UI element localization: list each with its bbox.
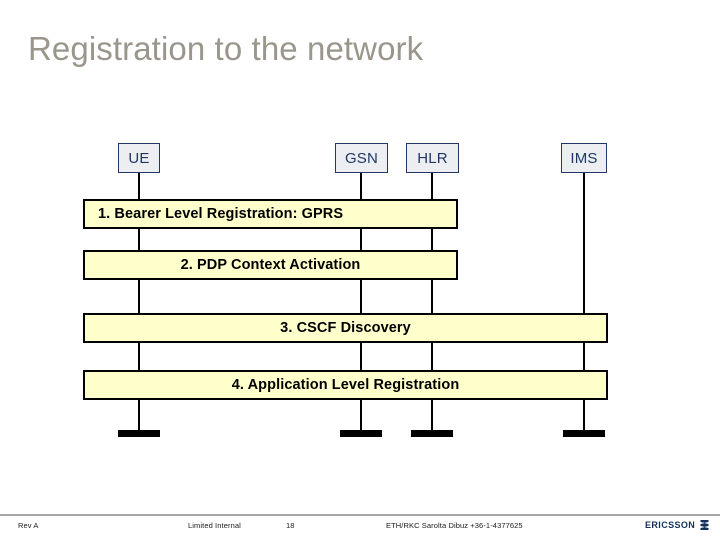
- step-bar-3[interactable]: 3. CSCF Discovery: [83, 313, 608, 343]
- lifeline-ue: [138, 172, 140, 434]
- node-label-gsn: GSN: [344, 149, 379, 167]
- footer-revision: Rev A: [18, 521, 39, 530]
- node-box-gsn[interactable]: GSN: [335, 143, 388, 173]
- step-label-3: 3. CSCF Discovery: [280, 320, 411, 336]
- ericsson-wave-icon: [700, 520, 709, 530]
- step-bar-4[interactable]: 4. Application Level Registration: [83, 370, 608, 400]
- step-bar-2[interactable]: 2. PDP Context Activation: [83, 250, 458, 280]
- footer-author: ETH/RKC Sarolta Dibuz +36-1-4377625: [386, 521, 523, 530]
- ericsson-logo: ERICSSON: [645, 519, 710, 531]
- ericsson-wordmark: ERICSSON: [645, 520, 696, 530]
- sequence-diagram: UE GSN HLR IMS 1. Bearer Level Registrat…: [83, 143, 608, 437]
- step-label-4: 4. Application Level Registration: [231, 377, 460, 393]
- terminator-ims: [563, 430, 605, 437]
- footer-divider: [0, 514, 720, 516]
- terminator-ue: [118, 430, 160, 437]
- footer-page-number: 18: [286, 521, 295, 530]
- node-box-ue[interactable]: UE: [118, 143, 160, 173]
- node-box-ims[interactable]: IMS: [561, 143, 607, 173]
- lifeline-ims: [583, 172, 585, 434]
- node-label-ims: IMS: [570, 149, 598, 167]
- node-label-hlr: HLR: [417, 149, 448, 167]
- node-box-hlr[interactable]: HLR: [406, 143, 459, 173]
- lifeline-hlr: [431, 172, 433, 434]
- page-title: Registration to the network: [28, 30, 424, 67]
- footer-classification: Limited Internal: [188, 521, 241, 530]
- terminator-gsn: [340, 430, 382, 437]
- node-label-ue: UE: [128, 149, 150, 167]
- lifeline-gsn: [360, 172, 362, 434]
- terminator-hlr: [411, 430, 453, 437]
- step-label-2: 2. PDP Context Activation: [180, 257, 361, 273]
- step-label-1: 1. Bearer Level Registration: GPRS: [98, 206, 344, 222]
- step-bar-1[interactable]: 1. Bearer Level Registration: GPRS: [83, 199, 458, 229]
